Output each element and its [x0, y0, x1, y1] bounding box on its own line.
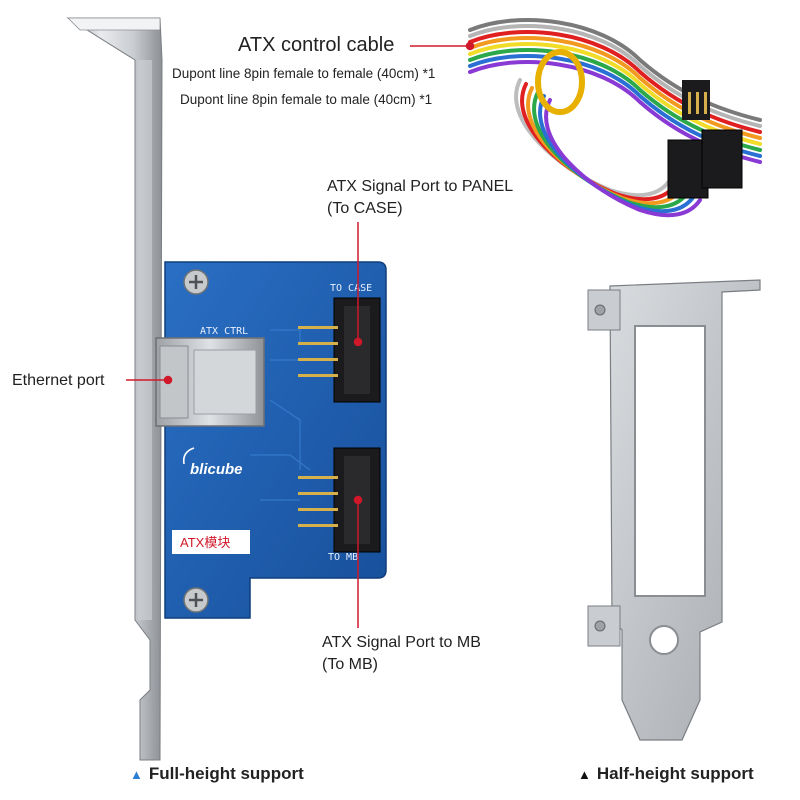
full-height-bracket [66, 17, 163, 761]
mb-port-label: ATX Signal Port to MB (To MB) [322, 632, 481, 676]
ethernet-port [155, 337, 265, 427]
silk-to-mb: TO MB [328, 552, 358, 563]
mb-port-label-line2: (To MB) [322, 656, 378, 673]
ethernet-port-label: Ethernet port [12, 372, 105, 389]
brand-logo: blicube [190, 461, 243, 478]
panel-port-label-line2: (To CASE) [327, 200, 403, 217]
silk-to-case: TO CASE [330, 283, 372, 294]
panel-port-label: ATX Signal Port to PANEL (To CASE) [327, 176, 513, 220]
triangle-up-icon: ▲ [130, 767, 143, 782]
module-label: ATX模块 [180, 535, 230, 550]
header-to-case [298, 297, 381, 403]
silk-atx-ctrl: ATX CTRL [200, 326, 248, 337]
module-label-sticker [172, 530, 250, 554]
screw-top [183, 269, 209, 295]
screw-bottom [183, 587, 209, 613]
mb-port-label-line1: ATX Signal Port to MB [322, 634, 481, 651]
full-height-caption-text: Full-height support [148, 764, 304, 783]
cable-connectors [667, 80, 743, 199]
half-height-caption-text: Half-height support [596, 764, 754, 783]
cable-line-female-female: Dupont line 8pin female to female (40cm)… [172, 66, 436, 81]
cable-title: ATX control cable [238, 34, 395, 56]
half-height-bracket [587, 279, 761, 741]
panel-port-label-line1: ATX Signal Port to PANEL [327, 178, 514, 195]
full-height-caption: ▲ Full-height support [130, 764, 304, 784]
half-height-caption: ▲ Half-height support [578, 764, 754, 784]
callout-lines [126, 41, 475, 628]
triangle-up-icon: ▲ [578, 767, 591, 782]
cable-line-female-male: Dupont line 8pin female to male (40cm) *… [180, 92, 433, 107]
